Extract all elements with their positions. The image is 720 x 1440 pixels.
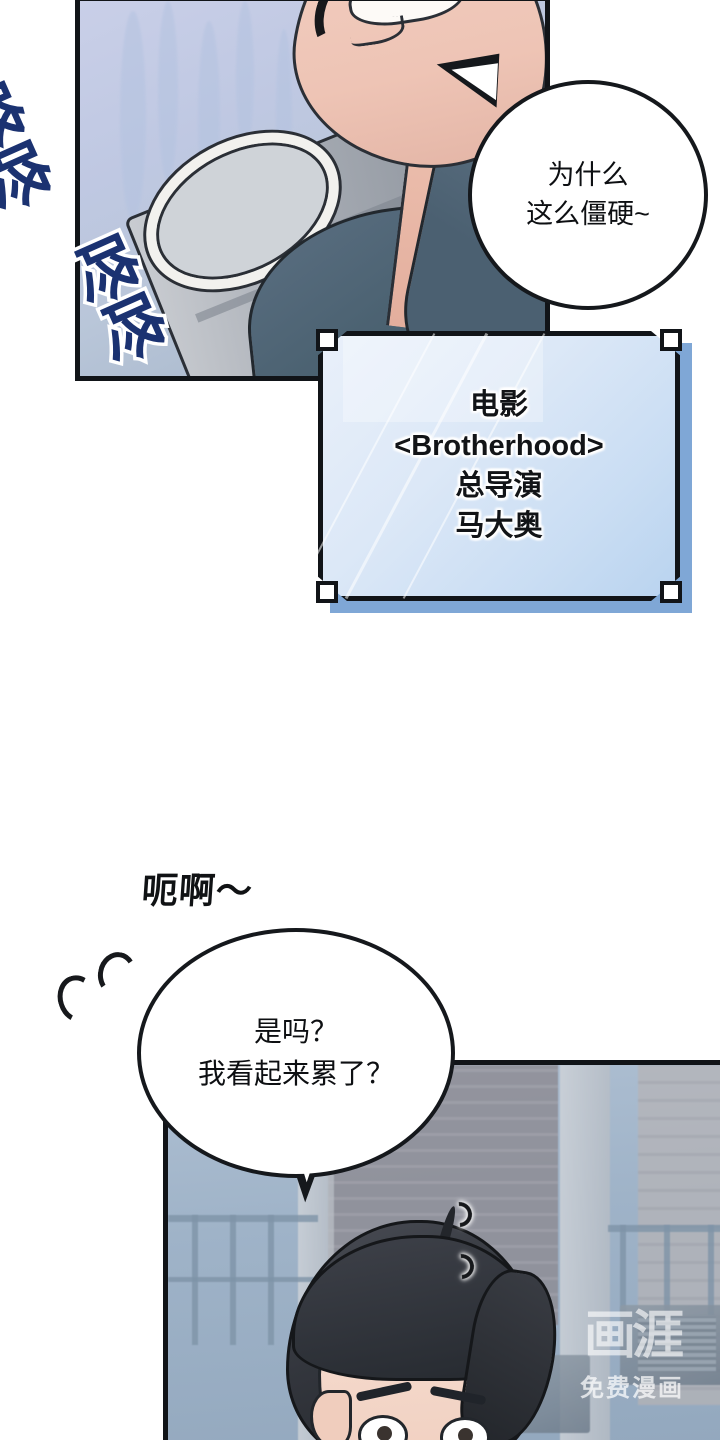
steam-wisp	[158, 1, 178, 181]
sfx-thump-1: 咚咚	[0, 69, 67, 223]
caption-line-2: <Brotherhood>	[394, 429, 604, 462]
caption-corner-top-right	[660, 329, 682, 351]
panel-bottom	[163, 1060, 720, 1440]
bubble-2-tail-fill	[292, 1132, 327, 1184]
railing-post	[192, 1215, 198, 1345]
speech-bubble-1: 为什么 这么僵硬~	[468, 80, 708, 310]
swirl-mark-2	[443, 1248, 480, 1285]
bubble-1-tail-fill	[450, 60, 498, 101]
caption-line-1: 电影	[469, 389, 528, 422]
caption-corner-bottom-left	[316, 581, 338, 603]
ac-vent	[638, 1317, 716, 1371]
motion-mark-1	[51, 969, 105, 1029]
motion-mark-2	[94, 949, 140, 999]
caption-glass-overlay	[343, 336, 543, 422]
speech-bubble-1-line-1: 为什么	[547, 159, 629, 190]
railing-post	[230, 1215, 236, 1345]
speech-bubble-2-text: 是吗？ 我看起来累了？	[198, 1011, 394, 1095]
railing-bar	[168, 1215, 318, 1222]
swirl-mark-1	[441, 1196, 478, 1233]
railing-post	[664, 1225, 670, 1315]
pupil-right	[458, 1428, 473, 1440]
pupil-left	[377, 1426, 392, 1440]
caption-corner-top-left	[316, 329, 338, 351]
caption-line-4: 马大奥	[455, 510, 543, 543]
caption-box-frame	[318, 331, 680, 601]
caption-box: 电影 <Brotherhood> 总导演 马大奥	[316, 329, 692, 613]
speech-bubble-1-line-2: 这么僵硬~	[526, 199, 650, 229]
caption-text-group: 电影 <Brotherhood> 总导演 马大奥	[318, 331, 680, 601]
caption-line-3: 总导演	[455, 470, 543, 502]
caption-corner-bottom-right	[660, 581, 682, 603]
railing-post	[268, 1215, 274, 1345]
steam-wisp	[236, 1, 254, 151]
speech-bubble-2-line-1: 是吗？	[253, 1016, 338, 1047]
eye-left	[358, 1415, 408, 1440]
railing-bar	[168, 1277, 318, 1282]
steam-wisp	[120, 11, 146, 221]
sfx-groan: 呃啊～	[140, 870, 255, 911]
speech-bubble-2-line-2: 我看起来累了？	[197, 1058, 394, 1089]
ear	[310, 1390, 352, 1440]
railing-post	[620, 1225, 626, 1315]
railing-post	[708, 1225, 714, 1315]
speech-bubble-2: 是吗？ 我看起来累了？	[137, 928, 455, 1178]
speech-bubble-1-text: 为什么 这么僵硬~	[526, 156, 650, 234]
